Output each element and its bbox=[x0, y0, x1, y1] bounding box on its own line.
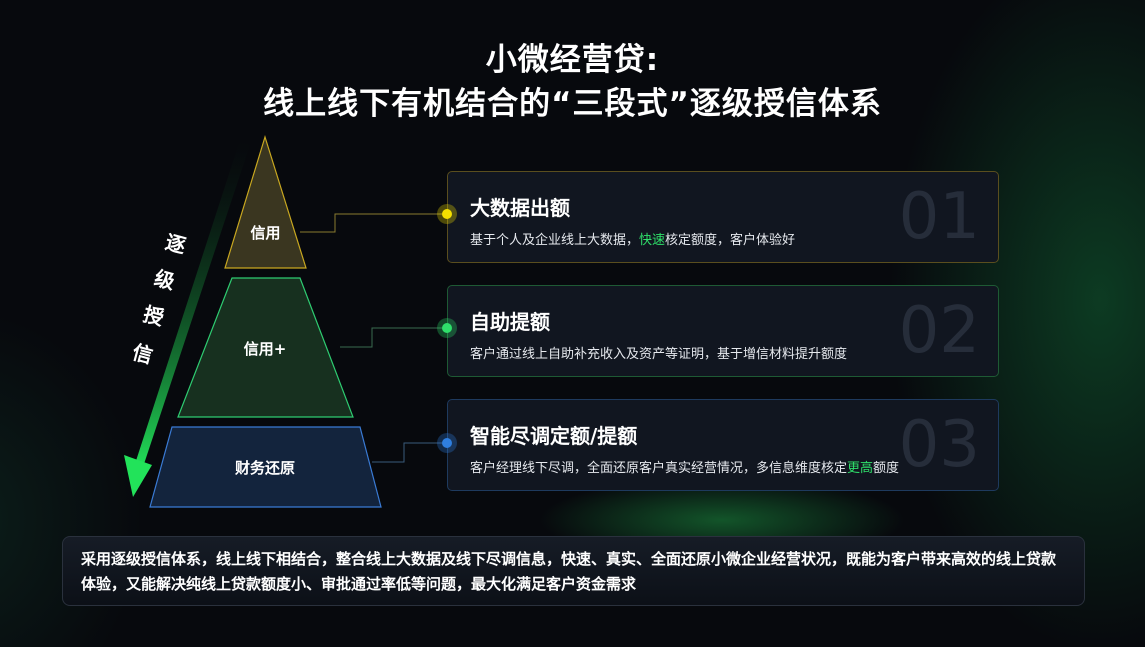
pyramid-level-middle bbox=[177, 277, 354, 418]
dot-icon bbox=[437, 204, 457, 224]
pyramid-level-bottom bbox=[149, 426, 382, 508]
arrow-shaft bbox=[134, 140, 250, 470]
step-card-3: 03 智能尽调定额/提额 客户经理线下尽调，全面还原客户真实经营情况，多信息维度… bbox=[447, 399, 999, 491]
page-title: 小微经营贷: bbox=[485, 42, 660, 78]
step-card-2: 02 自助提额 客户通过线上自助补充收入及资产等证明，基于增信材料提升额度 bbox=[447, 285, 999, 377]
step-desc: 基于个人及企业线上大数据，快速核定额度，客户体验好 bbox=[470, 233, 796, 248]
page-subtitle: 线上线下有机结合的“三段式”逐级授信体系 bbox=[263, 86, 882, 122]
connector-1 bbox=[300, 213, 447, 233]
step-number: 01 bbox=[898, 180, 980, 254]
level-label-financial-restore: 财务还原 bbox=[234, 459, 295, 477]
connector-3 bbox=[372, 442, 447, 463]
step-desc: 客户经理线下尽调，全面还原客户真实经营情况，多信息维度核定更高额度 bbox=[470, 461, 900, 476]
dot-icon bbox=[437, 318, 457, 338]
arrow-head bbox=[124, 455, 152, 497]
level-label-credit: 信用 bbox=[250, 224, 281, 242]
summary-box: 采用逐级授信体系，线上线下相结合，整合线上大数据及线下尽调信息，快速、真实、全面… bbox=[62, 536, 1085, 606]
level-label-credit-plus: 信用+ bbox=[243, 340, 287, 358]
step-number: 02 bbox=[898, 294, 980, 368]
dot-icon bbox=[437, 433, 457, 453]
pyramid-level-top bbox=[224, 134, 307, 269]
connector-2 bbox=[340, 327, 447, 348]
step-title: 大数据出额 bbox=[470, 196, 570, 220]
step-card-1: 01 大数据出额 基于个人及企业线上大数据，快速核定额度，客户体验好 bbox=[447, 171, 999, 263]
step-title: 智能尽调定额/提额 bbox=[470, 424, 638, 448]
step-title: 自助提额 bbox=[470, 310, 550, 334]
step-desc: 客户通过线上自助补充收入及资产等证明，基于增信材料提升额度 bbox=[470, 347, 848, 362]
step-number: 03 bbox=[898, 408, 980, 482]
